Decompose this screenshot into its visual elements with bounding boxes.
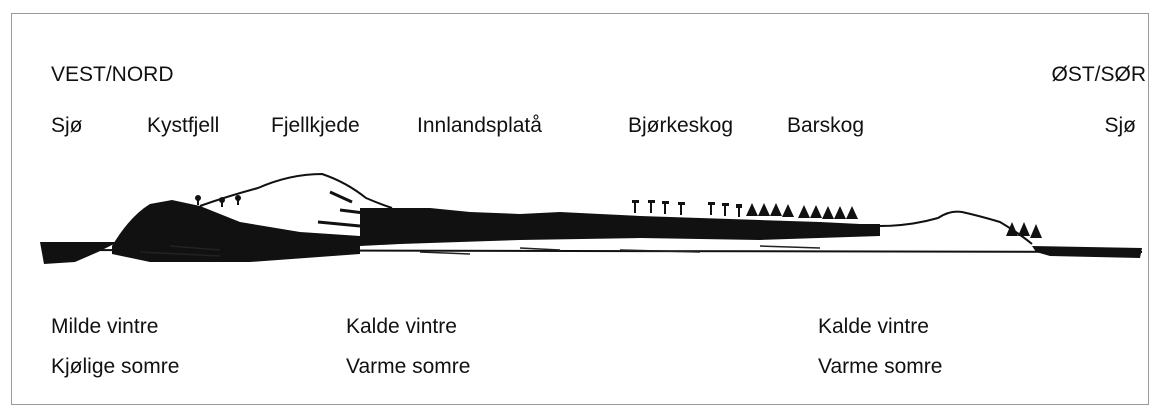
middle-winter-label: Kalde vintre bbox=[346, 315, 457, 339]
middle-summer-label: Varme somre bbox=[346, 355, 470, 379]
west-winter-label: Milde vintre bbox=[51, 315, 158, 339]
west-summer-label: Kjølige somre bbox=[51, 355, 179, 379]
birch-trees bbox=[632, 200, 742, 217]
right-hill-outline bbox=[880, 212, 1032, 244]
east-summer-label: Varme somre bbox=[818, 355, 942, 379]
east-winter-label: Kalde vintre bbox=[818, 315, 929, 339]
sea-left-shape bbox=[40, 242, 118, 264]
mountain-chain-outline bbox=[200, 174, 392, 208]
